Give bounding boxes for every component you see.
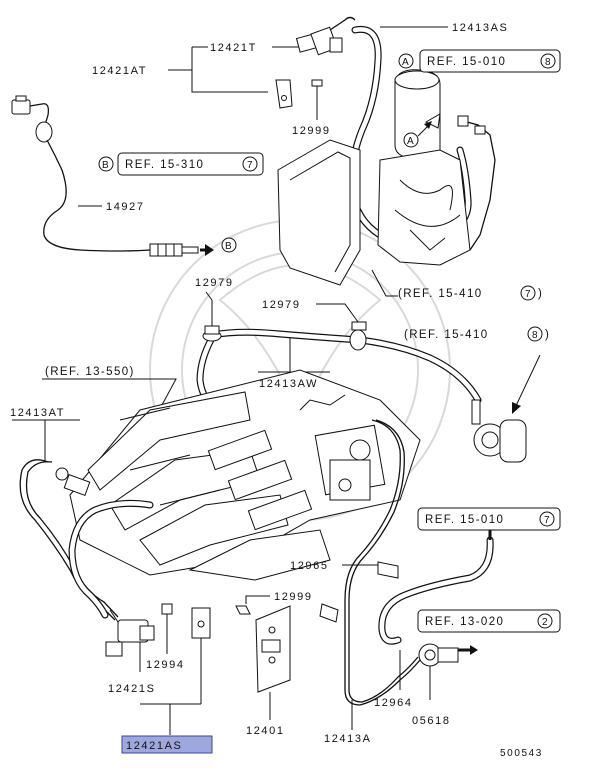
ref-15-310-7-text: REF. 15-310 — [125, 159, 204, 171]
label-14927: 14927 — [106, 201, 145, 213]
label-12994: 12994 — [146, 659, 185, 671]
marker-A-top: A — [398, 53, 414, 69]
label-12979-right: 12979 — [262, 299, 301, 311]
ref-15-410-7-close: ) — [538, 288, 543, 300]
ref-15-010-7-text: REF. 15-010 — [425, 514, 504, 526]
connector-12421T — [295, 16, 356, 56]
label-12999-bottom: 12999 — [274, 591, 313, 603]
highlighted-part-12421AS[interactable]: 12421AS — [121, 735, 213, 754]
hose-left-lower — [68, 499, 154, 619]
ref-15-010-8-text: REF. 15-010 — [427, 56, 506, 68]
diagram-number: 500543 — [500, 748, 543, 759]
marker-A-mid: A — [403, 121, 432, 148]
ref-13-550-text: (REF. 13-550) — [45, 366, 135, 378]
label-12979-left: 12979 — [195, 277, 234, 289]
hose-12964 — [378, 536, 494, 690]
label-12421AT: 12421AT — [92, 65, 147, 77]
label-12413AT: 12413AT — [10, 407, 65, 419]
intake-manifold — [55, 369, 421, 581]
ref-15-310-7-circle: 7 — [247, 160, 253, 171]
label-12421S: 12421S — [108, 683, 156, 695]
clip-12994 — [161, 603, 173, 654]
ref-13-020-2-circle: 2 — [542, 617, 548, 628]
ref-15-010-8: REF. 15-010 8 — [419, 49, 561, 73]
clamp-12979-left — [202, 291, 222, 342]
ref-15-010-7: REF. 15-010 7 — [417, 507, 561, 531]
label-12421AS-highlight[interactable]: 12421AS — [126, 740, 182, 752]
label-12964: 12964 — [374, 697, 413, 709]
ref-15-410-8: (REF. 15-410 8 ) — [404, 326, 550, 342]
marker-A-top-text: A — [402, 57, 409, 68]
ref-15-310-7: B REF. 15-310 7 — [98, 152, 264, 176]
oxygen-sensor-14927 — [11, 95, 199, 257]
bolt-12999-top — [311, 79, 323, 120]
clamp-12965 — [319, 561, 399, 623]
label-12421T: 12421T — [210, 42, 257, 54]
label-12413AS-top: 12413AS — [452, 22, 508, 34]
marker-B-arrow: B — [200, 237, 237, 256]
label-05618: 05618 — [412, 715, 451, 727]
air-cleaner-body — [277, 69, 496, 297]
marker-B-left-text: B — [102, 160, 109, 171]
ref-15-410-8-circle: 8 — [532, 330, 538, 341]
solenoid-12421S — [105, 609, 155, 672]
plate-12401 — [255, 605, 291, 720]
ref-15-410-7-circle: 7 — [525, 289, 531, 300]
bracket-12421AT — [275, 79, 293, 109]
clamp-12979-right — [316, 303, 367, 351]
bolt-12999-bottom — [235, 595, 270, 615]
ref-15-410-7-text: (REF. 15-410 — [398, 288, 483, 300]
ref-15-010-8-circle: 8 — [545, 57, 551, 68]
ref-13-550: (REF. 13-550) — [42, 366, 177, 406]
valve-05618 — [418, 643, 478, 700]
ref-15-410-7: (REF. 15-410 7 ) — [398, 285, 543, 301]
hose-12413A — [344, 419, 421, 730]
label-12965: 12965 — [290, 560, 329, 572]
ref-13-020-2-text: REF. 13-020 — [425, 616, 504, 628]
marker-B-arrow-text: B — [225, 241, 232, 252]
label-12401: 12401 — [246, 725, 285, 737]
ref-15-410-8-text: (REF. 15-410 — [404, 329, 489, 341]
label-12413AW: 12413AW — [259, 378, 318, 390]
valve-right — [471, 354, 541, 463]
marker-A-mid-text: A — [407, 136, 414, 147]
ref-13-020-2: REF. 13-020 2 — [417, 609, 561, 633]
label-12413A: 12413A — [324, 733, 372, 745]
ref-15-010-7-circle: 7 — [544, 515, 550, 526]
label-12999-top: 12999 — [292, 125, 331, 137]
bracket-12421AS — [140, 607, 211, 735]
ref-15-410-8-close: ) — [545, 329, 550, 341]
